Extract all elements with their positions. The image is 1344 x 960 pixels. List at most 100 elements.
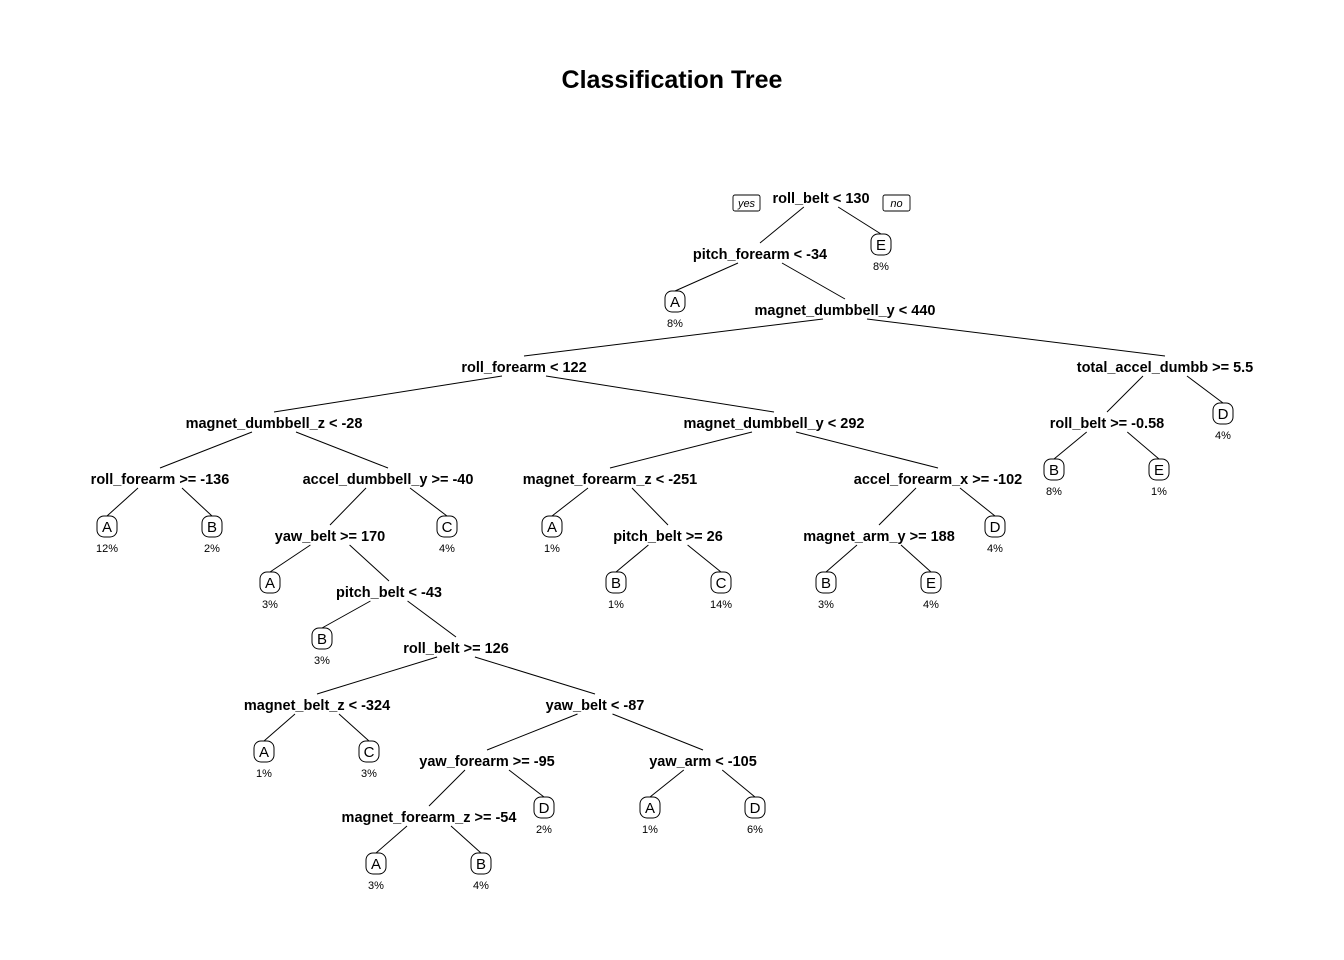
leaf-node: A3% xyxy=(259,571,281,611)
leaf-class-label: D xyxy=(990,519,1001,536)
tree-edge xyxy=(375,825,408,854)
leaf-node: C 14% xyxy=(710,571,732,611)
leaf-class-label: A xyxy=(547,519,557,536)
tree-edge xyxy=(878,487,917,526)
tree-edge xyxy=(649,769,685,798)
tree-edge xyxy=(508,769,545,798)
tree-edge xyxy=(181,487,213,517)
split-node-label: yaw_belt < -87 xyxy=(546,698,645,714)
leaf-percent-label: 8% xyxy=(667,318,683,330)
leaf-box xyxy=(259,571,281,594)
leaf-box xyxy=(605,571,627,594)
leaf-percent-label: 4% xyxy=(923,599,939,611)
leaf-class-label: A xyxy=(102,519,112,536)
leaf-box xyxy=(201,515,223,538)
yes-label: yes xyxy=(737,198,756,210)
leaf-box xyxy=(541,515,563,538)
leaf-node: A1% xyxy=(253,740,275,780)
leaf-node: A 1% xyxy=(541,515,563,555)
tree-edge xyxy=(316,656,438,695)
split-node-label: roll_belt >= -0.58 xyxy=(1050,416,1164,432)
tree-edge xyxy=(321,600,371,629)
tree-edge xyxy=(615,544,649,573)
leaf-box xyxy=(1148,458,1170,481)
split-node-label: roll_forearm >= -136 xyxy=(91,472,230,488)
leaf-class-label: B xyxy=(821,575,831,592)
leaf-node: B3% xyxy=(815,571,837,611)
tree-edge xyxy=(609,431,753,469)
tree-edge xyxy=(338,713,370,742)
leaf-percent-label: 4% xyxy=(1215,430,1231,442)
leaf-percent-label: 14% xyxy=(710,599,732,611)
leaf-class-label: A xyxy=(371,856,381,873)
leaf-box xyxy=(358,740,380,763)
tree-edge xyxy=(269,544,311,573)
split-node-label: yaw_arm < -105 xyxy=(649,754,757,770)
leaf-percent-label: 3% xyxy=(361,768,377,780)
leaf-class-label: B xyxy=(317,631,327,648)
leaf-class-label: C xyxy=(364,744,375,761)
leaf-percent-label: 6% xyxy=(747,824,763,836)
tree-edge xyxy=(545,375,775,413)
leaf-class-label: B xyxy=(611,575,621,592)
leaf-node: B 3% xyxy=(311,627,333,667)
leaf-class-label: D xyxy=(750,800,761,817)
leaf-percent-label: 4% xyxy=(439,543,455,555)
leaf-node: A12% xyxy=(96,515,118,555)
tree-edge xyxy=(349,544,390,582)
leaf-class-label: E xyxy=(926,575,936,592)
leaf-class-label: D xyxy=(539,800,550,817)
leaf-class-label: C xyxy=(716,575,727,592)
leaf-box xyxy=(870,233,892,256)
tree-edge xyxy=(687,544,722,573)
tree-edge xyxy=(273,375,503,413)
leaf-box xyxy=(470,852,492,875)
leaf-percent-label: 1% xyxy=(642,824,658,836)
leaf-node: B2% xyxy=(201,515,223,555)
leaf-node: D 6% xyxy=(744,796,766,836)
leaf-percent-label: 4% xyxy=(473,880,489,892)
leaf-class-label: C xyxy=(442,519,453,536)
split-node-label: pitch_belt < -43 xyxy=(336,585,442,601)
split-node-label: magnet_dumbbell_z < -28 xyxy=(186,416,363,432)
tree-edge xyxy=(159,431,253,469)
leaf-percent-label: 8% xyxy=(1046,486,1062,498)
leaf-box xyxy=(365,852,387,875)
split-node-label: accel_dumbbell_y >= -40 xyxy=(303,472,474,488)
tree-edge xyxy=(295,431,389,469)
leaf-node: C 3% xyxy=(358,740,380,780)
leaf-node: A 8% xyxy=(664,290,686,330)
tree-edge xyxy=(959,487,996,517)
leaf-node: B1% xyxy=(605,571,627,611)
split-node-label: magnet_belt_z < -324 xyxy=(244,698,390,714)
leaf-node: D 4% xyxy=(984,515,1006,555)
leaf-box xyxy=(1043,458,1065,481)
split-node-label: total_accel_dumbb >= 5.5 xyxy=(1077,360,1254,376)
tree-edge xyxy=(263,713,296,742)
tree-edge xyxy=(551,487,589,517)
leaf-node: A1% xyxy=(639,796,661,836)
tree-edge xyxy=(781,262,846,300)
leaf-percent-label: 1% xyxy=(1151,486,1167,498)
tree-edge xyxy=(837,206,882,235)
no-branch-label: no xyxy=(882,194,911,212)
split-node-label: magnet_dumbbell_y < 292 xyxy=(684,416,865,432)
leaf-class-label: A xyxy=(265,575,275,592)
edges-layer xyxy=(106,206,1224,854)
tree-edge xyxy=(825,544,858,573)
leaf-box xyxy=(436,515,458,538)
leaf-box xyxy=(744,796,766,819)
tree-edge xyxy=(106,487,139,517)
leaf-percent-label: 2% xyxy=(204,543,220,555)
leaf-percent-label: 3% xyxy=(314,655,330,667)
leaf-percent-label: 4% xyxy=(987,543,1003,555)
tree-edge xyxy=(759,206,805,244)
leaf-box xyxy=(815,571,837,594)
no-label: no xyxy=(890,198,902,210)
split-node-label: roll_forearm < 122 xyxy=(461,360,586,376)
leaf-percent-label: 1% xyxy=(544,543,560,555)
leaf-class-label: A xyxy=(670,294,680,311)
leaf-node: B4% xyxy=(470,852,492,892)
leaf-box xyxy=(253,740,275,763)
